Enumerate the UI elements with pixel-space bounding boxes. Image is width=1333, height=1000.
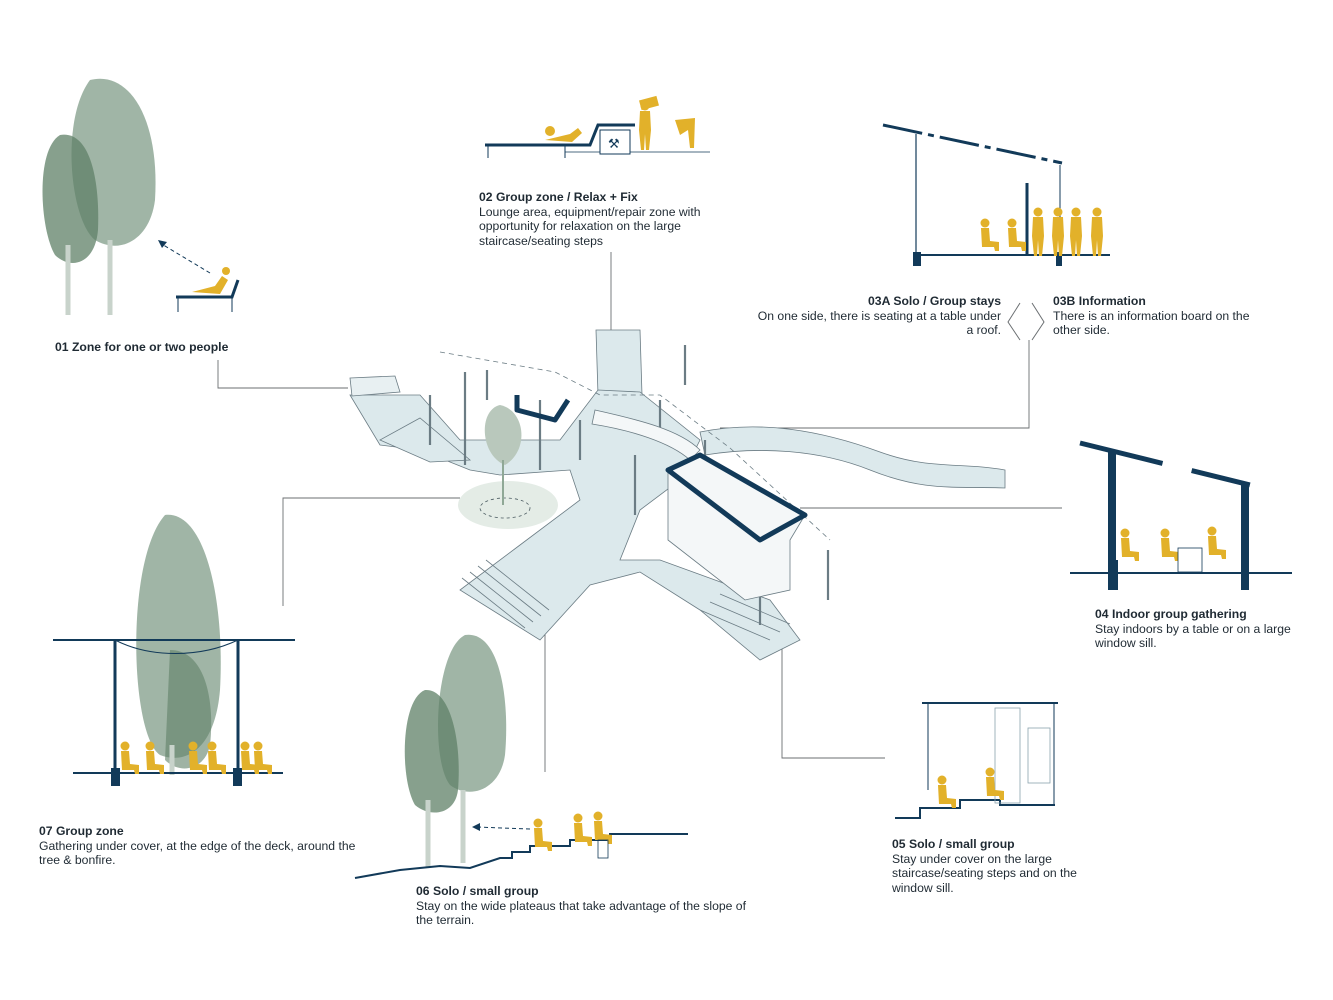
vignette-02: ⚒	[485, 95, 710, 158]
wrench-icon: ⚒	[608, 136, 620, 151]
zone-description: There is an information board on the oth…	[1053, 308, 1250, 338]
zone-title: 07 Group zone	[39, 824, 124, 838]
zone-label-03b: 03B Information There is an information …	[1053, 294, 1263, 338]
zone-title: 05 Solo / small group	[892, 837, 1015, 851]
tree-icon	[404, 689, 459, 813]
zone-title: 03A Solo / Group stays	[868, 294, 1001, 308]
central-tree-shadow	[458, 481, 558, 529]
zone-label-03a: 03A Solo / Group stays On one side, ther…	[755, 294, 1001, 338]
river-path	[699, 426, 1006, 489]
zone-label-07: 07 Group zone Gathering under cover, at …	[39, 824, 359, 868]
zone-title: 03B Information	[1053, 294, 1146, 308]
leader-line-07	[282, 497, 460, 606]
arrow-dashed-icon	[475, 826, 531, 830]
zone-title: 06 Solo / small group	[416, 884, 539, 898]
zone-label-04: 04 Indoor group gathering Stay indoors b…	[1095, 607, 1300, 651]
central-axonometric	[349, 329, 1006, 661]
zone-title: 02 Group zone / Relax + Fix	[479, 190, 638, 204]
zone-description: Gathering under cover, at the edge of th…	[39, 838, 356, 868]
leader-line-01	[217, 360, 348, 389]
chevron-left-icon	[1007, 302, 1021, 341]
vignette-04	[1070, 440, 1292, 590]
zone-description: On one side, there is seating at a table…	[757, 308, 1001, 338]
roof-outline-small	[514, 395, 571, 423]
leader-line-05	[781, 640, 885, 759]
roof-outline-building	[665, 452, 808, 543]
vignette-07	[53, 514, 295, 786]
zone-description: Stay indoors by a table or on a large wi…	[1095, 621, 1291, 651]
tree-icon	[165, 650, 212, 769]
vignette-05	[895, 702, 1058, 819]
zone-description: Lounge area, equipment/repair zone with …	[479, 204, 701, 248]
zone-label-01: 01 Zone for one or two people	[55, 340, 228, 355]
zone-label-05: 05 Solo / small group Stay under cover o…	[892, 837, 1117, 895]
leader-line-03	[720, 340, 1030, 429]
zone-title: 01 Zone for one or two people	[55, 340, 229, 354]
zone-label-06: 06 Solo / small group Stay on the wide p…	[416, 884, 746, 928]
tree-icon	[42, 134, 99, 263]
arrow-dashed-icon	[159, 242, 211, 274]
vignette-06	[354, 634, 688, 879]
chevron-right-icon	[1031, 302, 1045, 341]
zone-description: Stay under cover on the large staircase/…	[892, 851, 1077, 895]
vignette-01	[42, 78, 240, 315]
vignette-03	[882, 123, 1110, 341]
zone-title: 04 Indoor group gathering	[1095, 607, 1247, 621]
zone-label-02: 02 Group zone / Relax + Fix Lounge area,…	[479, 190, 719, 248]
central-tree	[484, 405, 522, 465]
zone-description: Stay on the wide plateaus that take adva…	[416, 898, 746, 928]
